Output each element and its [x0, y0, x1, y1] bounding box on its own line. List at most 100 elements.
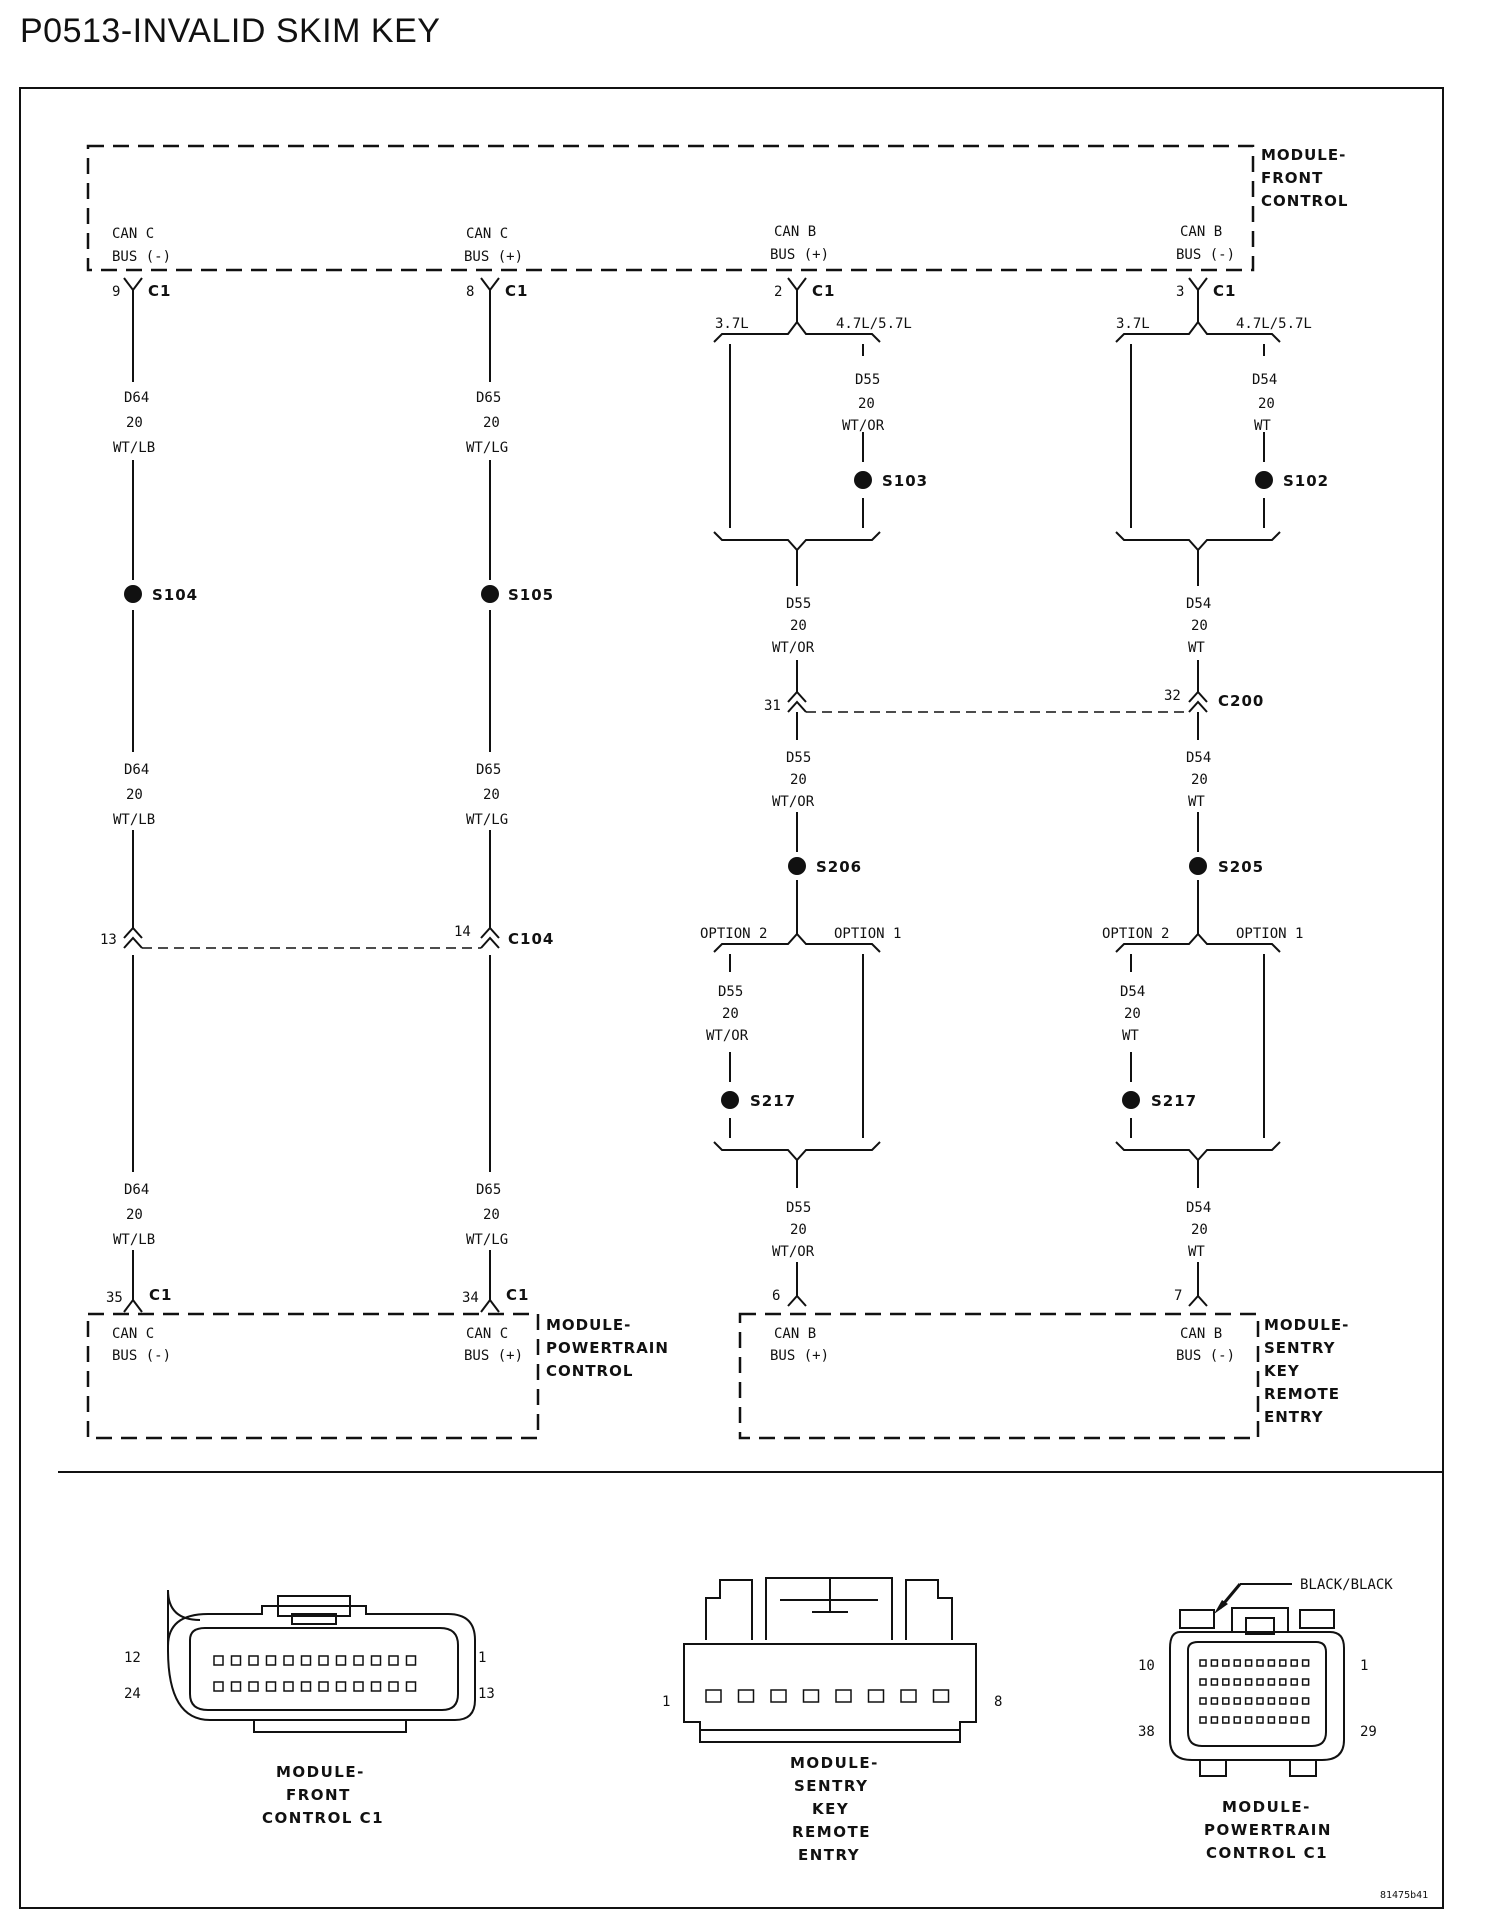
pin-cavity	[1256, 1697, 1264, 1705]
svg-text:D55: D55	[786, 750, 811, 766]
pin-cavity	[388, 1655, 399, 1666]
svg-text:24: 24	[124, 1686, 141, 1702]
svg-text:20: 20	[790, 772, 807, 788]
svg-text:CONTROL C1: CONTROL C1	[1206, 1844, 1328, 1862]
pin-cavity	[1222, 1697, 1230, 1705]
pin-cavity	[213, 1655, 224, 1666]
pin-label: CAN B	[1180, 224, 1222, 240]
pin-cavity	[802, 1689, 820, 1703]
svg-text:4.7L/5.7L: 4.7L/5.7L	[836, 316, 912, 332]
svg-text:D54: D54	[1252, 372, 1277, 388]
connector-label: C104	[508, 930, 554, 948]
svg-text:WT/OR: WT/OR	[706, 1028, 749, 1044]
svg-text:20: 20	[790, 1222, 807, 1238]
svg-text:20: 20	[483, 1207, 500, 1223]
pin-cavity	[1222, 1716, 1230, 1724]
pin-cavity	[213, 1681, 224, 1692]
pin-cavity	[283, 1655, 294, 1666]
pin-number: 8	[466, 284, 474, 300]
svg-text:1: 1	[478, 1650, 486, 1666]
svg-text:3.7L: 3.7L	[715, 316, 749, 332]
connector-view-skre: 1 8 MODULE- SENTRY KEY REMOTE ENTRY	[662, 1577, 1002, 1864]
svg-text:13: 13	[478, 1686, 495, 1702]
svg-text:WT/LB: WT/LB	[113, 812, 155, 828]
svg-text:D65: D65	[476, 762, 501, 778]
svg-text:1: 1	[1360, 1658, 1368, 1674]
svg-text:S217: S217	[750, 1092, 796, 1110]
module-front-control: MODULE- FRONT CONTROL	[86, 144, 1347, 272]
svg-text:D65: D65	[476, 1182, 501, 1198]
svg-text:REMOTE: REMOTE	[1264, 1385, 1340, 1403]
svg-text:38: 38	[1138, 1724, 1155, 1740]
svg-text:20: 20	[1191, 1222, 1208, 1238]
connector-label: C1	[812, 282, 835, 300]
pin-cavity	[405, 1681, 417, 1692]
pin-cavity	[1267, 1678, 1276, 1686]
svg-text:20: 20	[722, 1006, 739, 1022]
pin-cavity	[1222, 1678, 1230, 1686]
svg-text:BLACK/BLACK: BLACK/BLACK	[1300, 1577, 1393, 1593]
svg-text:SENTRY: SENTRY	[794, 1777, 868, 1795]
pin-cavity	[1256, 1716, 1264, 1724]
splice-dot	[124, 585, 142, 603]
connector-view-fcm-c1: 12 24 1 13 MODULE- FRONT CONTROL C1	[124, 1589, 495, 1827]
svg-text:4.7L/5.7L: 4.7L/5.7L	[1236, 316, 1312, 332]
pin-label: BUS (+)	[464, 249, 523, 265]
pin-cavity	[1210, 1678, 1219, 1686]
svg-text:ENTRY: ENTRY	[798, 1846, 860, 1864]
svg-text:OPTION 1: OPTION 1	[834, 926, 901, 942]
svg-text:ENTRY: ENTRY	[1264, 1408, 1324, 1426]
pin-cavity	[1267, 1716, 1276, 1724]
pin-cavity	[283, 1681, 294, 1692]
svg-text:POWERTRAIN: POWERTRAIN	[1204, 1821, 1332, 1839]
pin-cavity	[1233, 1678, 1241, 1686]
pin-label: BUS (-)	[1176, 247, 1235, 263]
svg-text:FRONT: FRONT	[286, 1786, 351, 1804]
pin-cavity	[370, 1681, 382, 1692]
svg-text:D54: D54	[1186, 1200, 1211, 1216]
svg-text:CAN C: CAN C	[466, 1326, 508, 1342]
pin-cavity	[1233, 1716, 1241, 1724]
svg-text:MODULE-: MODULE-	[790, 1754, 879, 1772]
pin-number: 9	[112, 284, 120, 300]
pin-cavity	[1244, 1678, 1253, 1686]
wire-d54: 3.7L 4.7L/5.7L S102 D54 20 WT D54 20 WT …	[806, 316, 1328, 1296]
pin-cavity	[353, 1655, 364, 1666]
svg-text:D65: D65	[476, 390, 501, 406]
pin-cavity	[1301, 1716, 1310, 1724]
svg-text:MODULE-: MODULE-	[546, 1316, 631, 1334]
pin-cavity	[1279, 1678, 1287, 1686]
svg-text:D55: D55	[855, 372, 880, 388]
svg-text:20: 20	[1191, 772, 1208, 788]
page-title: P0513-INVALID SKIM KEY	[20, 12, 441, 50]
pin-cavity	[248, 1655, 259, 1666]
svg-text:D54: D54	[1186, 750, 1211, 766]
pin-cavity	[370, 1655, 382, 1666]
svg-text:WT/OR: WT/OR	[772, 1244, 815, 1260]
wire-d64: S104 D64 20 WT/LB D64 20 WT/LB D64 20 WT…	[113, 300, 197, 1268]
svg-text:OPTION 2: OPTION 2	[700, 926, 767, 942]
svg-text:OPTION 1: OPTION 1	[1236, 926, 1303, 942]
pin-cavity	[1233, 1659, 1241, 1667]
pin-cavity	[1244, 1716, 1253, 1724]
pin-cavity	[265, 1655, 277, 1666]
svg-text:D54: D54	[1120, 984, 1145, 1000]
svg-text:35: 35	[106, 1290, 123, 1306]
pin-cavity	[1199, 1678, 1207, 1686]
svg-text:20: 20	[483, 415, 500, 431]
svg-text:CONTROL C1: CONTROL C1	[262, 1809, 384, 1827]
pin-label: BUS (+)	[770, 247, 829, 263]
svg-text:3.7L: 3.7L	[1116, 316, 1150, 332]
pin-cavity	[1256, 1678, 1264, 1686]
pin-cavity	[248, 1681, 259, 1692]
svg-text:6: 6	[772, 1288, 780, 1304]
pin-label: CAN C	[112, 226, 154, 242]
pin-cavity	[318, 1681, 329, 1692]
svg-text:10: 10	[1138, 1658, 1155, 1674]
pin-cavity	[737, 1689, 755, 1703]
svg-text:20: 20	[790, 618, 807, 634]
pin-cavity	[300, 1681, 312, 1692]
svg-text:BUS (+): BUS (+)	[770, 1348, 829, 1364]
pin-number: 2	[774, 284, 782, 300]
